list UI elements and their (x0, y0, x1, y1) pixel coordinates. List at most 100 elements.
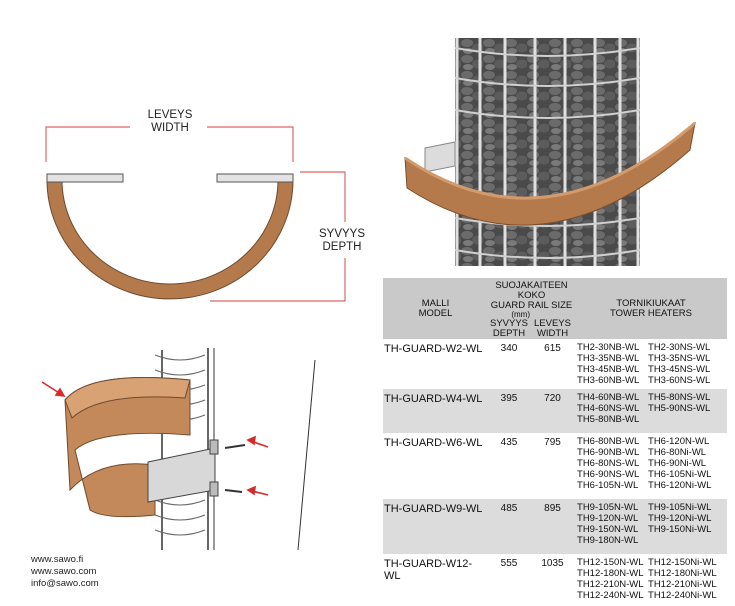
heater-model: TH6-105N-WL (577, 480, 639, 491)
heater-model: TH3-60NB-WL (577, 375, 640, 386)
header-model-en: MODEL (418, 307, 453, 319)
heater-model: TH12-180Ni-WL (648, 568, 717, 579)
heater-model: TH3-45NB-WL (577, 364, 640, 375)
heaters-cell: TH12-150N-WL TH12-150Ni-WL TH12-180N-WL … (575, 554, 728, 606)
width-cell: 615 (530, 339, 576, 389)
table-row: TH-GUARD-W6-WL 435 795 TH6-80NB-WL TH6-1… (383, 433, 728, 499)
header-heaters: TORNIKIUKAAT TOWER HEATERS (575, 278, 728, 339)
guard-rail-spec-table: MALLI MODEL SUOJAKAITEEN KOKO GUARD RAIL… (383, 278, 728, 606)
header-depth: (mm) SYVYYS DEPTH (488, 311, 530, 339)
heater-model: TH9-120N-WL (577, 513, 639, 524)
header-heaters-en: TOWER HEATERS (610, 307, 693, 319)
width-cell: 895 (530, 499, 576, 554)
heater-model: TH12-210N-WL (577, 579, 644, 590)
heater-model: TH9-105N-WL (577, 502, 639, 513)
width-cell: 720 (530, 389, 576, 433)
heater-model: TH2-30NS-WL (648, 342, 711, 353)
heater-model: TH9-120Ni-WL (648, 513, 712, 524)
heaters-cell: TH2-30NB-WL TH2-30NS-WL TH3-35NB-WL TH3-… (575, 339, 728, 389)
model-cell: TH-GUARD-W6-WL (383, 433, 488, 499)
depth-cell: 395 (488, 389, 530, 433)
heater-model: TH3-35NB-WL (577, 353, 640, 364)
contact-line-email: info@sawo.com (31, 578, 99, 589)
heater-model: TH12-150Ni-WL (648, 557, 717, 568)
contact-info: www.sawo.fi www.sawo.com info@sawo.com (31, 554, 99, 590)
model-cell: TH-GUARD-W9-WL (383, 499, 488, 554)
heater-model: TH6-80NS-WL (577, 458, 640, 469)
heater-model: TH4-60NS-WL (577, 403, 640, 414)
heater-model: TH5-80NB-WL (577, 414, 640, 425)
width-label-en: WIDTH (151, 122, 189, 134)
header-size-fi: SUOJAKAITEEN KOKO (495, 280, 568, 301)
heater-model: TH5-80NS-WL (648, 392, 711, 403)
heater-model: TH6-120Ni-WL (648, 480, 712, 491)
model-cell: TH-GUARD-W12-WL (383, 554, 488, 606)
contact-line-fi: www.sawo.fi (31, 554, 84, 565)
width-label-fi: LEVEYS (147, 109, 193, 121)
heater-model: TH6-80NB-WL (577, 436, 640, 447)
heaters-cell: TH9-105N-WL TH9-105Ni-WL TH9-120N-WL TH9… (575, 499, 728, 554)
heater-model (648, 535, 720, 546)
depth-cell: 340 (488, 339, 530, 389)
heater-model: TH3-45NS-WL (648, 364, 711, 375)
table-header-row: MALLI MODEL SUOJAKAITEEN KOKO GUARD RAIL… (383, 278, 728, 339)
depth-label-en: DEPTH (322, 241, 362, 253)
width-label: LEVEYS WIDTH (138, 109, 202, 135)
table-row: TH-GUARD-W12-WL 555 1035 TH12-150N-WL TH… (383, 554, 728, 606)
heater-model: TH12-180N-WL (577, 568, 644, 579)
model-cell: TH-GUARD-W4-WL (383, 389, 488, 433)
heater-model: TH9-150Ni-WL (648, 524, 712, 535)
header-depth-fi: SYVYYS (489, 318, 529, 329)
heater-model: TH6-90NS-WL (577, 469, 640, 480)
header-size-en-text: GUARD RAIL SIZE (490, 300, 573, 311)
depth-cell: 485 (488, 499, 530, 554)
heater-model: TH6-90NB-WL (577, 447, 640, 458)
heater-model: TH3-60NS-WL (648, 375, 711, 386)
arrow-icon (41, 381, 269, 496)
heater-model: TH5-90NS-WL (648, 403, 711, 414)
heater-model: TH6-120N-WL (648, 436, 710, 447)
heater-model: TH9-150N-WL (577, 524, 639, 535)
guard-rail-dimension-diagram (45, 126, 346, 302)
header-model: MALLI MODEL (383, 278, 488, 339)
heater-model: TH6-90Ni-WL (648, 458, 707, 469)
depth-label: SYVYYS DEPTH (312, 228, 372, 254)
heaters-cell: TH6-80NB-WL TH6-120N-WL TH6-90NB-WL TH6-… (575, 433, 728, 499)
header-size: SUOJAKAITEEN KOKO GUARD RAIL SIZE (488, 278, 576, 311)
heater-model: TH3-35NS-WL (648, 353, 711, 364)
heater-model: TH9-180N-WL (577, 535, 639, 546)
header-width: LEVEYS WIDTH (530, 311, 576, 339)
heater-model: TH4-60NB-WL (577, 392, 640, 403)
table-row: TH-GUARD-W4-WL 395 720 TH4-60NB-WL TH5-8… (383, 389, 728, 433)
header-unit: (mm) (511, 310, 530, 319)
model-cell: TH-GUARD-W2-WL (383, 339, 488, 389)
tower-heater-illustration (404, 38, 696, 266)
header-model-fi: MALLI (421, 297, 450, 309)
table-row: TH-GUARD-W9-WL 485 895 TH9-105N-WL TH9-1… (383, 499, 728, 554)
header-size-en: GUARD RAIL SIZE (488, 301, 575, 311)
width-cell: 795 (530, 433, 576, 499)
heaters-cell: TH4-60NB-WL TH5-80NS-WL TH4-60NS-WL TH5-… (575, 389, 728, 433)
heater-model (648, 414, 720, 425)
depth-label-fi: SYVYYS (318, 228, 366, 240)
mounting-detail-illustration (64, 348, 316, 551)
heater-model: TH2-30NB-WL (577, 342, 640, 353)
mounting-arrows (41, 381, 269, 496)
header-width-en: WIDTH (536, 328, 569, 339)
header-depth-en: DEPTH (492, 328, 526, 339)
heater-model: TH12-210Ni-WL (648, 579, 717, 590)
depth-cell: 555 (488, 554, 530, 606)
table-subheader-row: (mm) SYVYYS DEPTH LEVEYS WIDTH (383, 311, 727, 339)
header-heaters-fi: TORNIKIUKAAT (616, 297, 686, 309)
contact-line-com: www.sawo.com (31, 566, 97, 577)
header-width-fi: LEVEYS (534, 318, 571, 329)
heater-model: TH6-105Ni-WL (648, 469, 712, 480)
heater-model: TH12-150N-WL (577, 557, 644, 568)
heater-model: TH9-105Ni-WL (648, 502, 712, 513)
heater-model: TH12-240Ni-WL (648, 590, 717, 601)
heater-model: TH6-80Ni-WL (648, 447, 707, 458)
table-row: TH-GUARD-W2-WL 340 615 TH2-30NB-WL TH2-3… (383, 339, 728, 389)
depth-cell: 435 (488, 433, 530, 499)
divider-line (382, 278, 383, 598)
heater-model: TH12-240N-WL (577, 590, 644, 601)
